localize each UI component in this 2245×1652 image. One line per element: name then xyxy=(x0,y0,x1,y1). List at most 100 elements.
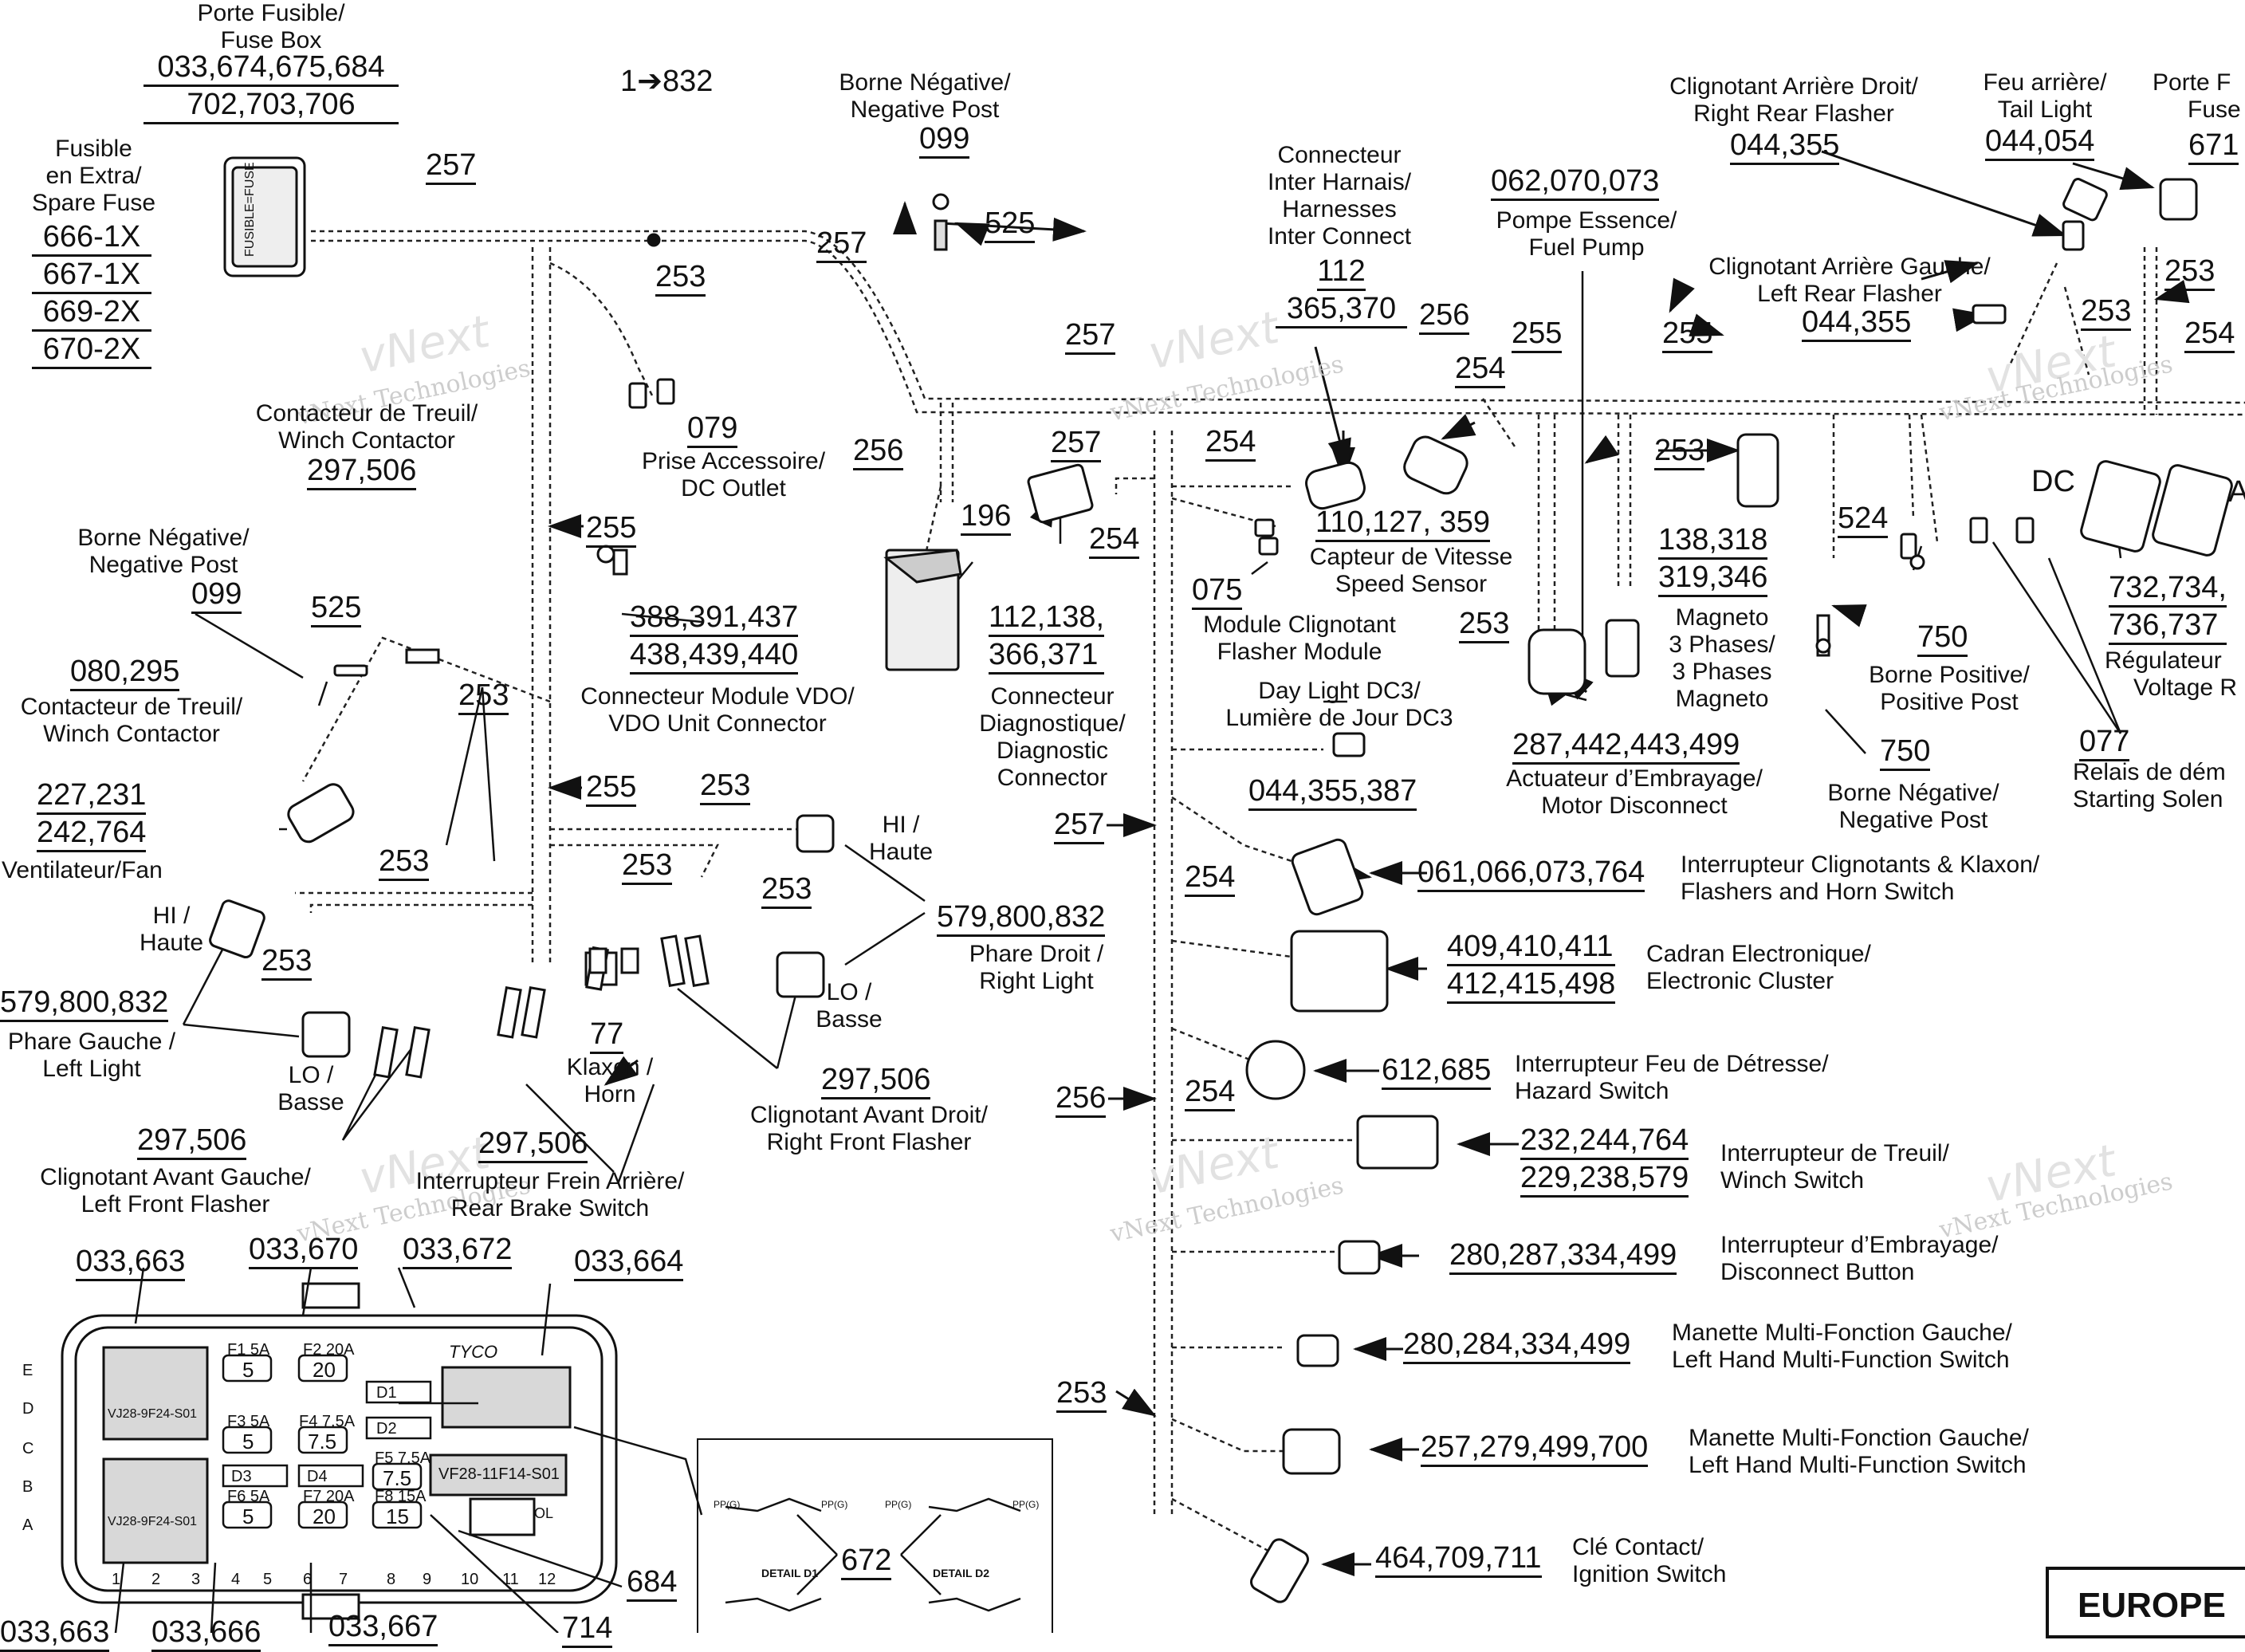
fuse-value: 15 xyxy=(386,1504,409,1528)
fuse-label: F1 5A xyxy=(227,1341,270,1359)
wire-label: 255 xyxy=(1512,316,1563,353)
winch-contactor-left-ref: 080,295 xyxy=(70,654,180,691)
relay-tag: PP(G) xyxy=(1012,1499,1040,1510)
hazard-switch-label: Interrupteur Feu de Détresse/Hazard Swit… xyxy=(1515,1051,1829,1104)
wire-label: 255 xyxy=(586,769,637,807)
fuse-label: F7 20A xyxy=(303,1488,355,1505)
rear-fuse-ref: 671 xyxy=(2188,128,2239,165)
wire-label: 255 xyxy=(1662,316,1713,353)
fuse-detail-ref: 033,670 xyxy=(249,1232,359,1269)
fan-label: Ventilateur/Fan xyxy=(2,857,163,883)
lr-flasher-label: Clignotant Arrière Gauche/Left Rear Flas… xyxy=(1708,254,1991,307)
wire-label: 257 xyxy=(426,148,477,185)
col-label: 4 xyxy=(231,1571,241,1588)
wire-label: 254 xyxy=(1185,859,1236,897)
fuel-pump-ref: 062,070,073 xyxy=(1491,163,1660,201)
wire-label: 254 xyxy=(1089,521,1140,559)
detail-d1-label: DETAIL D1 xyxy=(761,1567,819,1579)
fuse-label: F4 7.5A xyxy=(299,1413,356,1430)
dc-outlet-ref: 079 xyxy=(687,411,738,448)
row-label: B xyxy=(22,1478,33,1496)
col-label: 7 xyxy=(339,1571,348,1588)
left-light-lo-label: LO /Basse xyxy=(277,1062,344,1115)
wire-range-label: 1➔832 xyxy=(620,65,714,98)
wire-label: 253 xyxy=(1056,1375,1107,1413)
col-label: 1 xyxy=(112,1571,121,1588)
neg-post-right-label: Borne Négative/Negative Post xyxy=(1827,780,1999,833)
winch-switch-label: Interrupteur de Treuil/Winch Switch xyxy=(1720,1140,1949,1194)
fuse-label: F6 5A xyxy=(227,1488,270,1505)
col-label: 10 xyxy=(461,1571,479,1588)
diode-label: D4 xyxy=(307,1468,328,1485)
wire-label: 256 xyxy=(1419,297,1470,335)
wire-label: 253 xyxy=(458,678,509,715)
wire-label: 256 xyxy=(1056,1080,1107,1118)
wire-label: 253 xyxy=(622,848,673,885)
ol-label: OL xyxy=(534,1505,554,1521)
col-label: 3 xyxy=(191,1571,201,1588)
wire-label: 525 xyxy=(311,590,362,627)
right-light-ref: 579,800,832 xyxy=(937,899,1106,937)
right-flasher-ref: 297,506 xyxy=(821,1062,931,1099)
fuse-label: F2 20A xyxy=(303,1341,355,1359)
row-label: E xyxy=(22,1362,33,1379)
fuse-value: 20 xyxy=(313,1358,336,1382)
fuse-detail-ref: 714 xyxy=(562,1611,613,1648)
tail-light-label: Feu arrière/Tail Light xyxy=(1983,69,2107,123)
part-number: VJ28-9F24-S01 xyxy=(108,1515,198,1528)
fuse-label: F8 15A xyxy=(375,1488,427,1505)
wire-label: 253 xyxy=(761,871,812,909)
rr-flasher-label: Clignotant Arrière Droit/Right Rear Flas… xyxy=(1669,73,1918,127)
right-light-lo-label: LO /Basse xyxy=(816,979,883,1032)
rr-flasher-ref: 044,355 xyxy=(1730,128,1840,165)
wire-label: 253 xyxy=(2081,293,2132,331)
speed-sensor-ref: 110,127, 359 xyxy=(1315,505,1491,542)
pos-post-ref: 750 xyxy=(1917,620,1968,657)
fuse-label: F3 5A xyxy=(227,1413,270,1430)
diode-label: D2 xyxy=(376,1420,397,1438)
left-light-hi-label: HI /Haute xyxy=(139,903,204,956)
relay-tag: PP(G) xyxy=(714,1499,741,1510)
wire-label: 253 xyxy=(1654,433,1705,470)
regulator-a-label: A xyxy=(2228,475,2245,509)
ignition-switch-label: Clé Contact/Ignition Switch xyxy=(1572,1534,1727,1587)
tyco-label: TYCO xyxy=(449,1342,498,1362)
neg-post-top-label: Borne Négative/Negative Post xyxy=(839,69,1011,123)
wire-label: 257 xyxy=(1051,425,1102,462)
wire-label: 525 xyxy=(985,206,1036,243)
left-flasher-label: Clignotant Avant Gauche/Left Front Flash… xyxy=(40,1164,311,1217)
pos-post-label: Borne Positive/Positive Post xyxy=(1869,662,2030,715)
fuse-value: 7.5 xyxy=(308,1430,337,1453)
part-number: VF28-11F14-S01 xyxy=(438,1465,560,1483)
flasher-module-ref: 075 xyxy=(1192,572,1243,610)
col-label: 8 xyxy=(387,1571,396,1588)
wire-label: 254 xyxy=(2184,316,2235,353)
wire-label: 253 xyxy=(2164,254,2216,291)
vdo-196-ref: 196 xyxy=(961,498,1012,536)
wire-label: 253 xyxy=(655,259,706,297)
row-label: A xyxy=(22,1516,33,1534)
part-number: VJ28-9F24-S01 xyxy=(108,1407,198,1421)
diode-label: D1 xyxy=(376,1384,397,1402)
fuse-detail-ref: 684 xyxy=(627,1564,678,1602)
fuel-pump-label: Pompe Essence/Fuel Pump xyxy=(1496,207,1677,261)
multi-switch-1-label: Manette Multi-Fonction Gauche/Left Hand … xyxy=(1672,1320,2012,1373)
wire-label: 254 xyxy=(1455,351,1506,388)
day-light-label: Day Light DC3/Lumière de Jour DC3 xyxy=(1225,678,1453,731)
svg-text:FUSIBLE=FUSE: FUSIBLE=FUSE xyxy=(243,162,257,257)
wire-label: 254 xyxy=(1185,1074,1236,1111)
fuse-value: 5 xyxy=(242,1504,254,1528)
starting-solenoid-ref: 077 xyxy=(2079,724,2130,761)
multi-switch-1-ref: 280,284,334,499 xyxy=(1403,1327,1631,1364)
wire-label: 256 xyxy=(853,433,904,470)
vdo-label: Connecteur Module VDO/VDO Unit Connector xyxy=(580,683,855,737)
rear-brake-ref: 297,506 xyxy=(478,1126,588,1163)
